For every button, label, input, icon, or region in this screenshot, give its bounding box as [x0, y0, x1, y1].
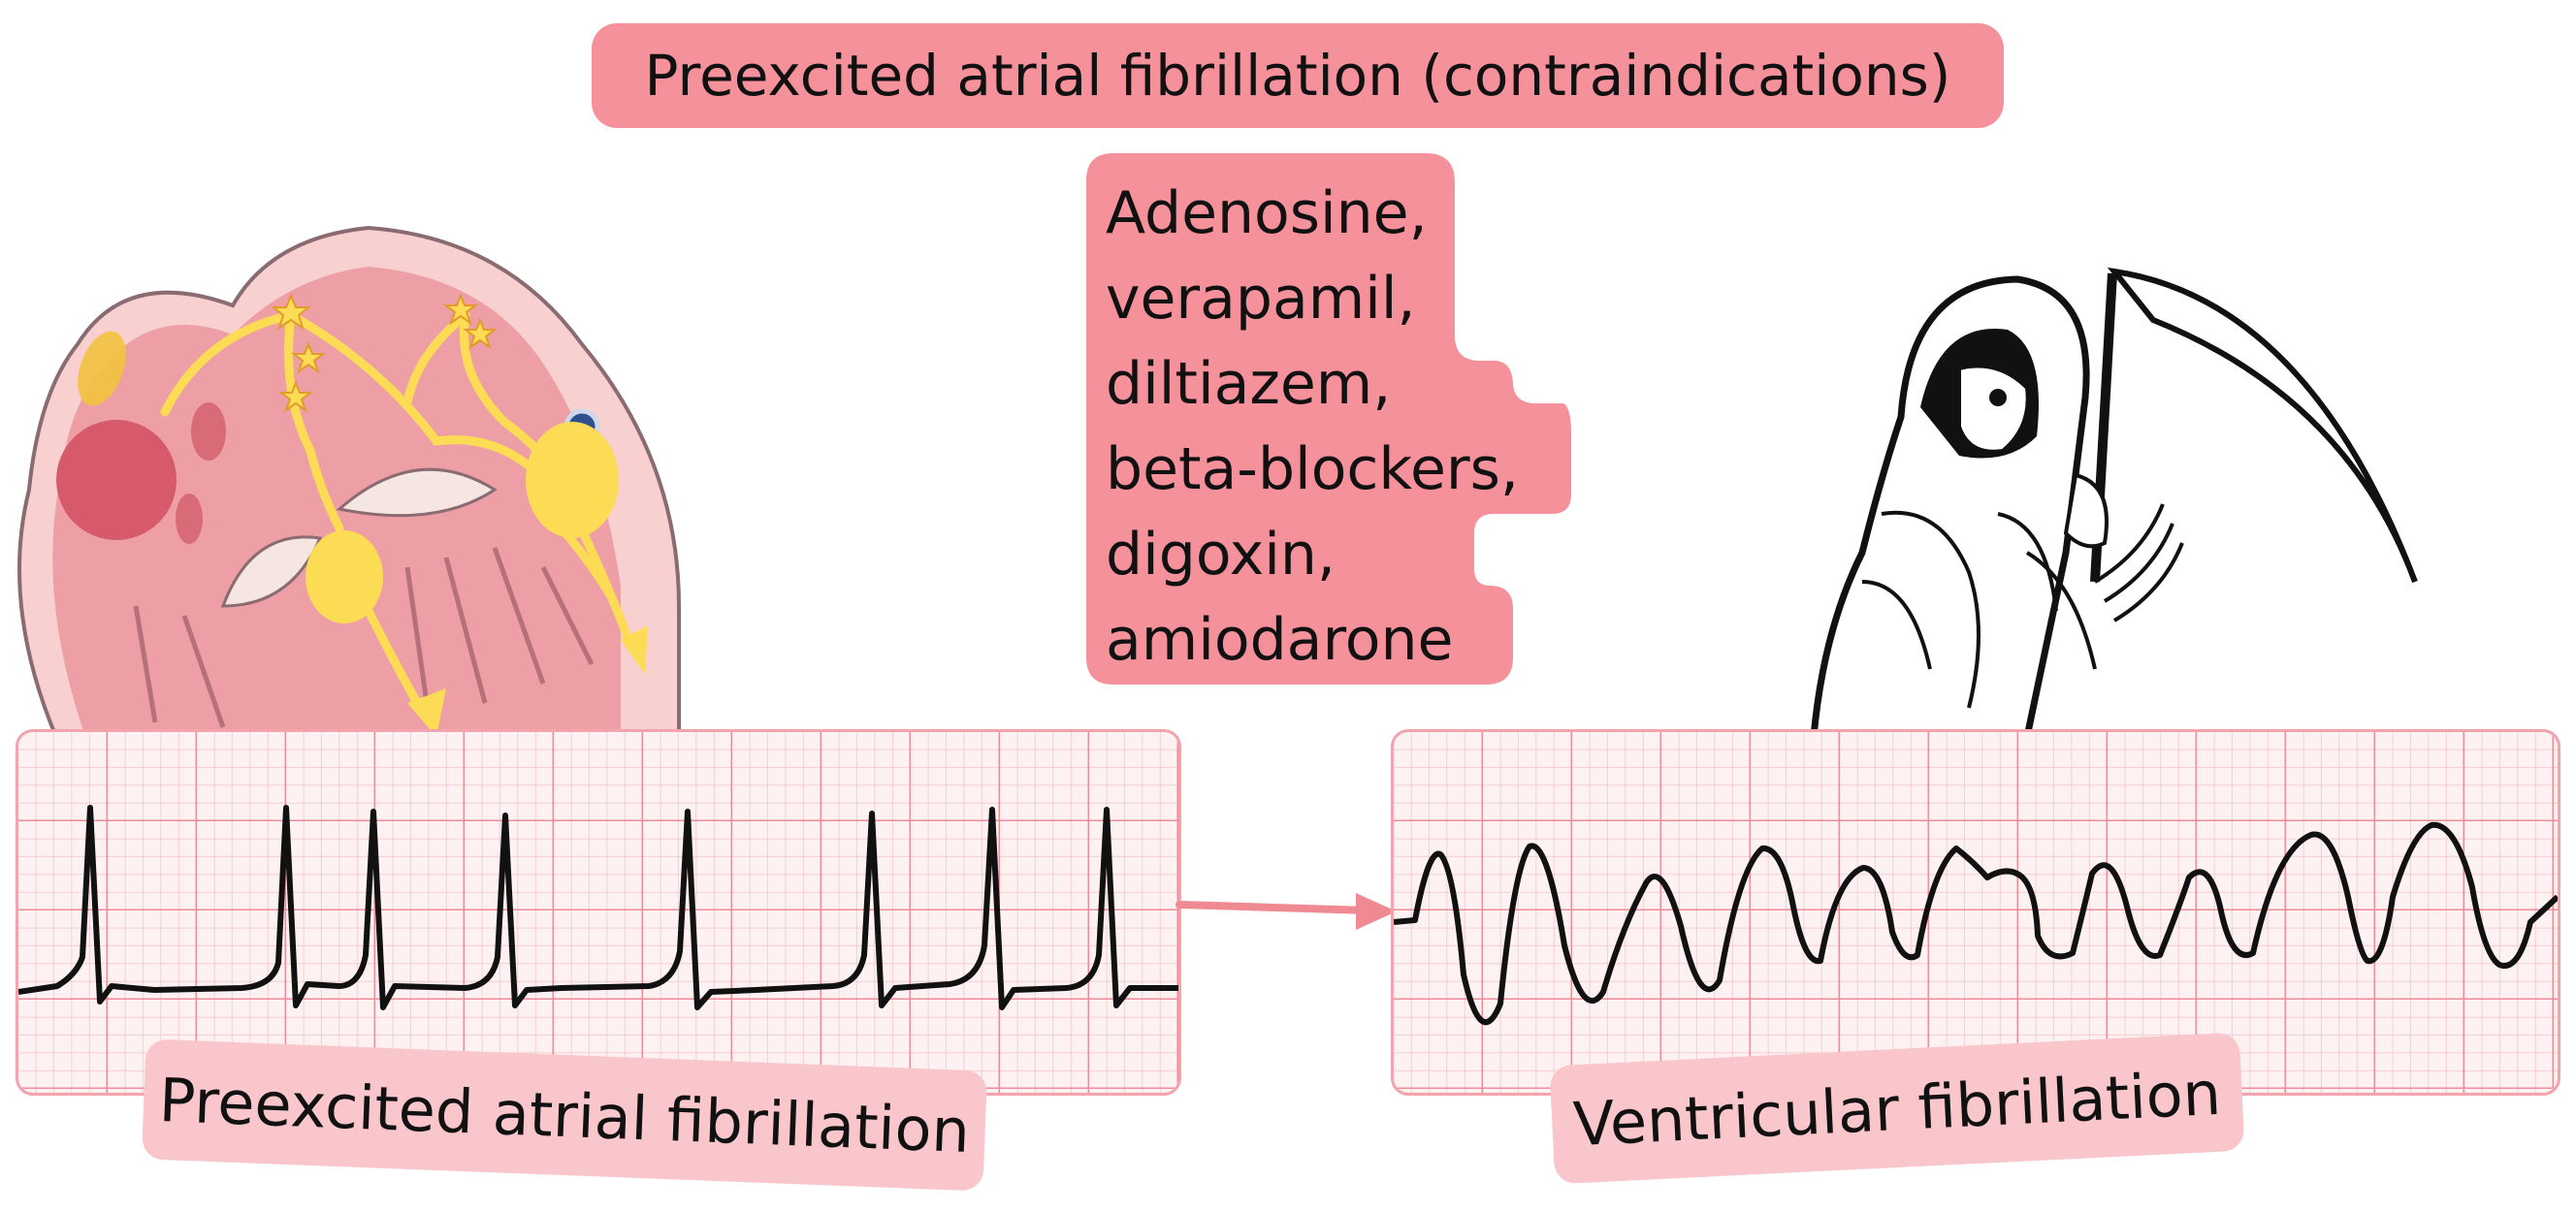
drug-item: digoxin, — [1106, 521, 1336, 589]
ecg-strip-ventricular-fibrillation — [1391, 729, 2560, 1096]
drug-list-background — [1086, 153, 1571, 685]
ecg-trace — [1394, 821, 2558, 1026]
drug-item: Adenosine, — [1106, 179, 1428, 247]
page-title: Preexcited atrial fibrillation (contrain… — [592, 23, 2004, 128]
drug-item: amiodarone — [1106, 606, 1454, 674]
arrow-right-icon — [1175, 893, 1397, 930]
grim-reaper-icon — [1810, 267, 2418, 737]
drug-item: beta-blockers, — [1106, 435, 1519, 503]
drug-list: Adenosine, verapamil, diltiazem, beta-bl… — [1106, 171, 1519, 683]
drug-item: diltiazem, — [1106, 350, 1392, 418]
heart-conduction-illustration — [17, 225, 681, 742]
ecg-strip-preexcited-af — [16, 729, 1181, 1096]
drug-item: verapamil, — [1106, 265, 1416, 333]
ecg-trace — [18, 805, 1178, 1010]
